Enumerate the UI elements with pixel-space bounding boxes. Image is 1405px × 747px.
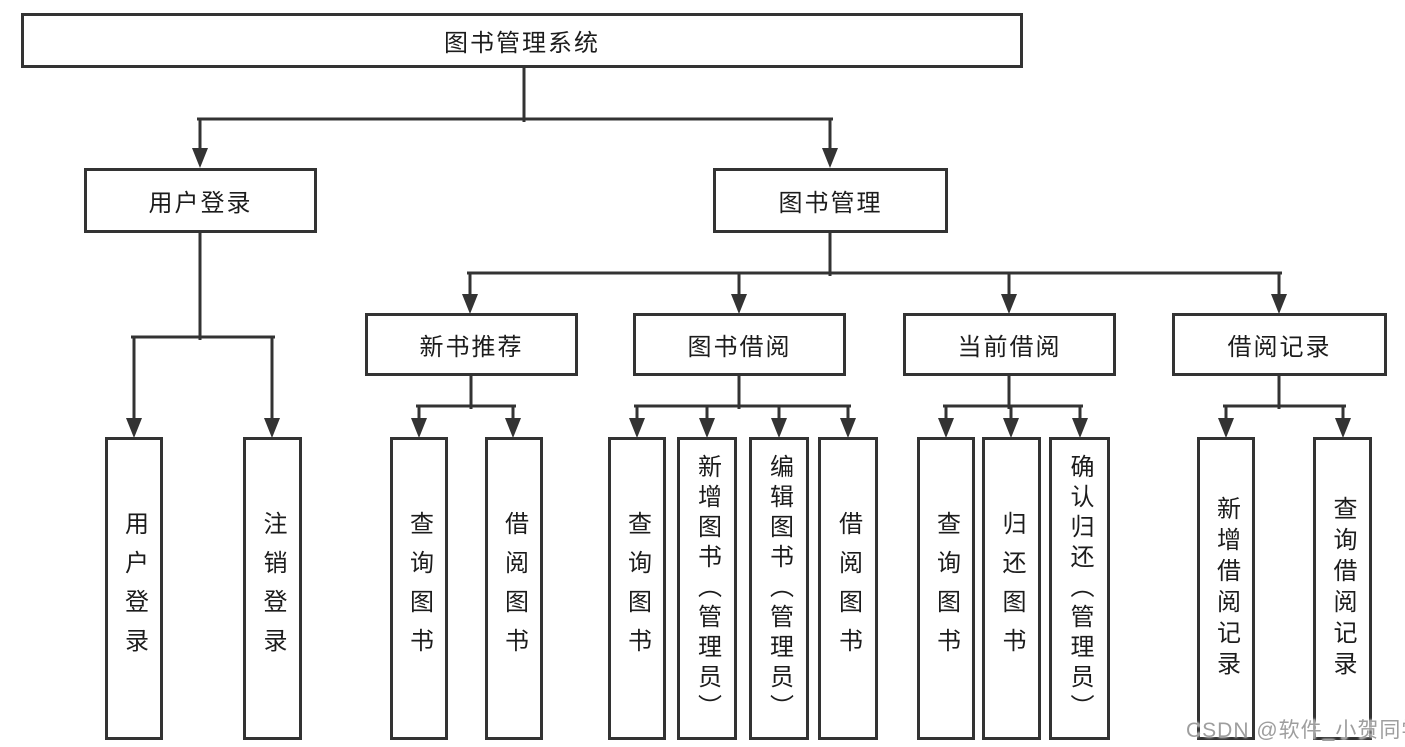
node-label: 查询图书 <box>932 510 960 667</box>
arrowhead <box>126 418 142 438</box>
leaf-query-books-2: 查询图书 <box>608 437 666 740</box>
arrowhead <box>822 148 838 168</box>
arrowhead <box>938 418 954 438</box>
node-label: 用户登录 <box>148 190 253 217</box>
leaf-query-books-1: 查询图书 <box>390 437 448 740</box>
leaf-add-borrow-record: 新增借阅记录 <box>1197 437 1255 740</box>
arrowhead <box>1001 294 1017 314</box>
edges-book-borrowing-branch <box>629 374 856 438</box>
leaf-user-login: 用户登录 <box>105 437 163 740</box>
edges-book-management-branch <box>462 231 1287 314</box>
edges-root-to-level1 <box>192 66 838 168</box>
node-label: 确认归还（管理员） <box>1066 453 1093 724</box>
arrowhead <box>1072 418 1088 438</box>
arrowhead <box>505 418 521 438</box>
node-label: 借阅记录 <box>1227 334 1332 361</box>
csdn-watermark: CSDN @软件_小贺同学 <box>1186 719 1405 742</box>
leaf-query-books-3: 查询图书 <box>917 437 975 740</box>
node-borrowing-records: 借阅记录 <box>1172 313 1387 376</box>
node-new-book-recommend: 新书推荐 <box>365 313 578 376</box>
node-label: 当前借阅 <box>957 334 1062 361</box>
leaf-logout: 注销登录 <box>243 437 302 740</box>
arrowhead <box>629 418 645 438</box>
leaf-confirm-return-admin: 确认归还（管理员） <box>1049 437 1110 740</box>
arrowhead <box>1271 294 1287 314</box>
node-label: 查询图书 <box>405 510 433 667</box>
node-label: 图书管理 <box>778 190 883 217</box>
node-label: 新增图书（管理员） <box>693 453 721 724</box>
node-user-login: 用户登录 <box>84 168 317 233</box>
node-label: 归还图书 <box>998 510 1025 667</box>
node-label: 借阅图书 <box>834 510 862 667</box>
arrowhead <box>1335 418 1351 438</box>
node-book-borrowing: 图书借阅 <box>633 313 846 376</box>
node-label: 用户登录 <box>120 510 148 667</box>
edges-current-borrowing-branch <box>938 374 1088 438</box>
node-label: 新增借阅记录 <box>1212 495 1240 682</box>
node-current-borrowing: 当前借阅 <box>903 313 1116 376</box>
leaf-query-borrow-record: 查询借阅记录 <box>1313 437 1372 740</box>
arrowhead <box>1218 418 1234 438</box>
node-label: 查询借阅记录 <box>1329 495 1356 682</box>
node-label: 注销登录 <box>259 510 286 667</box>
arrowhead <box>840 418 856 438</box>
node-label: 编辑图书（管理员） <box>765 453 793 724</box>
leaf-edit-books-admin: 编辑图书（管理员） <box>749 437 809 740</box>
arrowhead <box>264 418 280 438</box>
node-label: 查询图书 <box>623 510 651 667</box>
node-label: 借阅图书 <box>500 510 528 667</box>
node-label: 图书借阅 <box>687 334 792 361</box>
node-label: 图书管理系统 <box>444 30 600 57</box>
leaf-borrow-books-1: 借阅图书 <box>485 437 543 740</box>
arrowhead <box>771 418 787 438</box>
arrowhead <box>411 418 427 438</box>
arrowhead <box>699 418 715 438</box>
edges-borrowing-records-branch <box>1218 374 1351 438</box>
arrowhead <box>462 294 478 314</box>
arrowhead <box>192 148 208 168</box>
node-label: 新书推荐 <box>419 334 524 361</box>
leaf-add-books-admin: 新增图书（管理员） <box>677 437 737 740</box>
arrowhead <box>731 294 747 314</box>
edges-user-login-branch <box>126 231 280 438</box>
node-book-management: 图书管理 <box>713 168 948 233</box>
node-library-management-system: 图书管理系统 <box>21 13 1023 68</box>
arrowhead <box>1003 418 1019 438</box>
leaf-borrow-books-2: 借阅图书 <box>818 437 878 740</box>
leaf-return-books: 归还图书 <box>982 437 1041 740</box>
edges-new-book-recommend-branch <box>411 374 521 438</box>
